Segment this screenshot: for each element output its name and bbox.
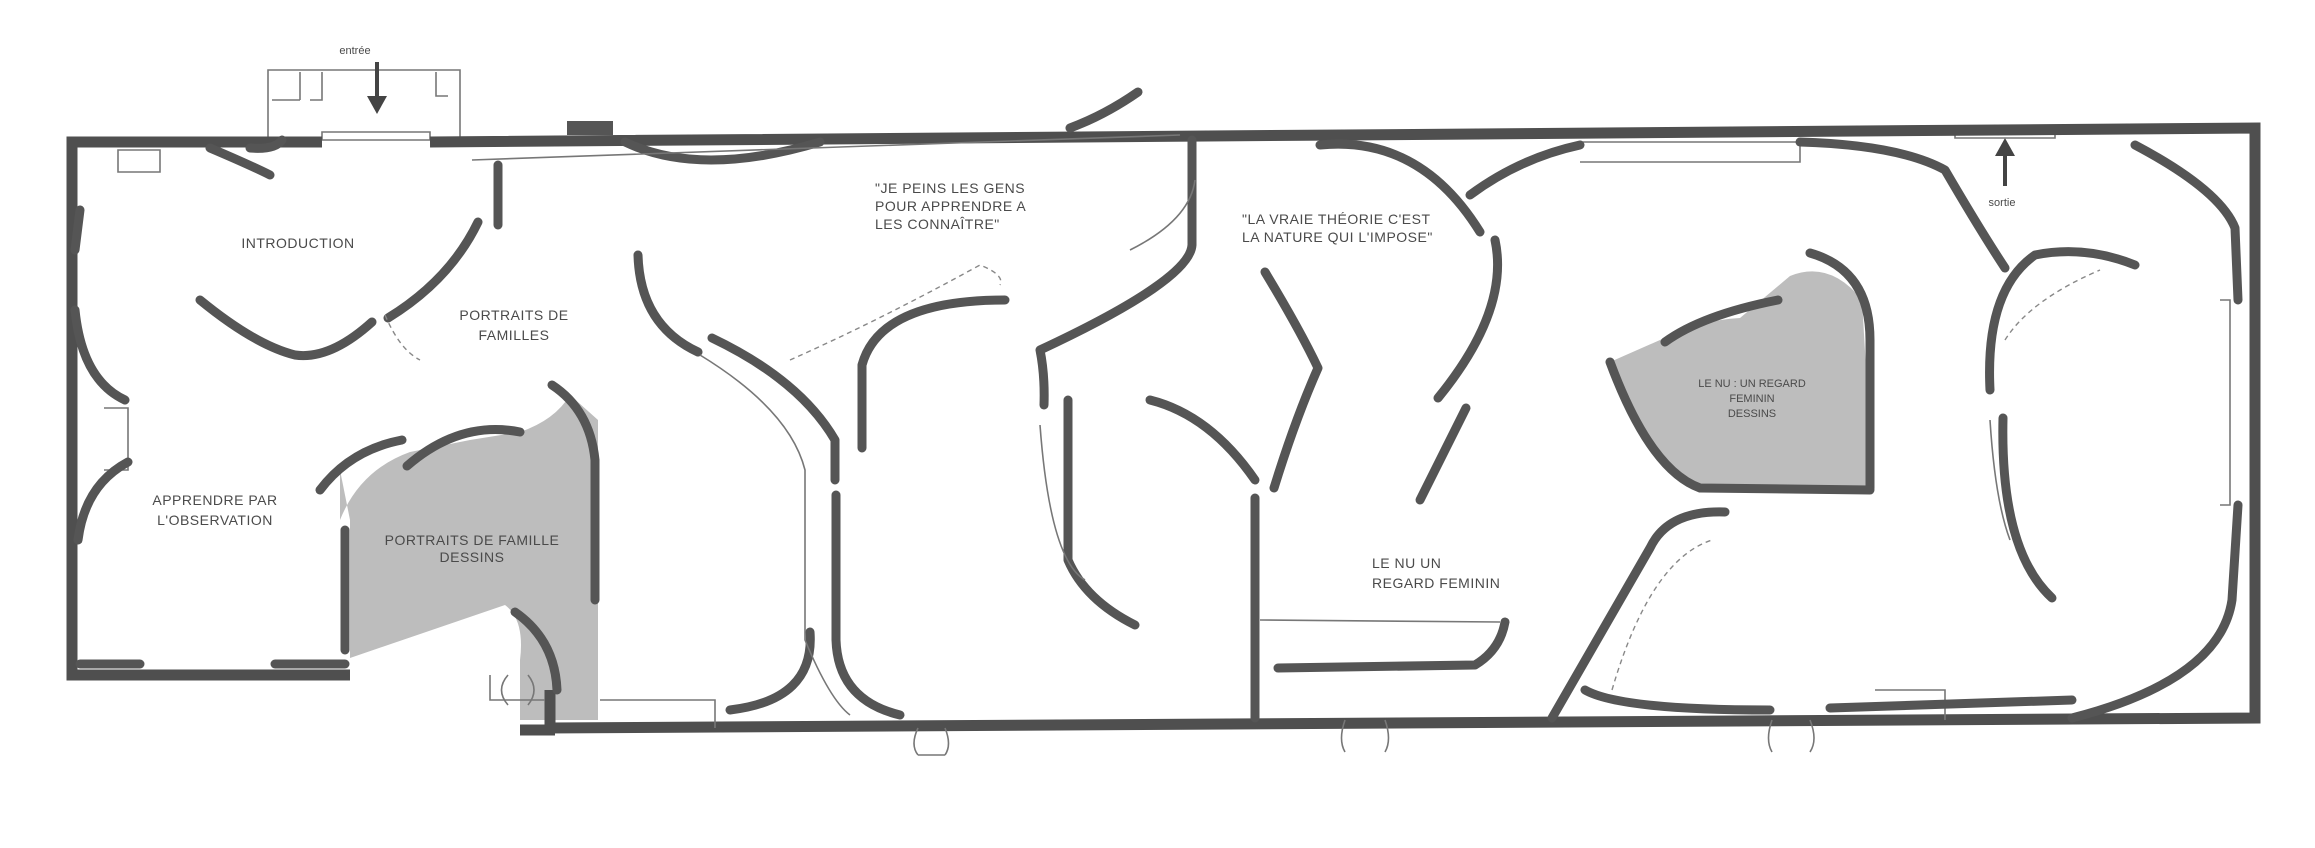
room-label-portraits-familles: PORTRAITS DE FAMILLES: [459, 307, 568, 343]
exit-label: sortie: [1989, 197, 2016, 209]
svg-text:LES CONNAÎTRE": LES CONNAÎTRE": [875, 216, 1000, 232]
svg-text:LE NU UN: LE NU UN: [1372, 555, 1441, 571]
svg-text:L'OBSERVATION: L'OBSERVATION: [157, 512, 273, 528]
room-label-portraits-dessins: PORTRAITS DE FAMILLE DESSINS: [385, 532, 560, 565]
guide-lines: [384, 134, 2101, 716]
svg-text:REGARD FEMININ: REGARD FEMININ: [1372, 575, 1500, 591]
svg-text:PORTRAITS DE FAMILLE: PORTRAITS DE FAMILLE: [385, 532, 560, 548]
room-label-nu-regard: LE NU UN REGARD FEMININ: [1372, 555, 1500, 591]
svg-text:INTRODUCTION: INTRODUCTION: [241, 235, 354, 251]
svg-text:"JE PEINS LES GENS: "JE PEINS LES GENS: [875, 180, 1025, 196]
svg-text:LA NATURE QUI L'IMPOSE": LA NATURE QUI L'IMPOSE": [1242, 229, 1433, 245]
entrance-label: entrée: [339, 45, 370, 57]
svg-text:POUR APPRENDRE A: POUR APPRENDRE A: [875, 198, 1026, 214]
room-label-nu-dessins: LE NU : UN REGARD FEMININ DESSINS: [1698, 378, 1806, 420]
exit-arrow-icon: [1995, 138, 2015, 186]
room-label-apprendre: APPRENDRE PAR L'OBSERVATION: [152, 492, 277, 528]
room-label-introduction: INTRODUCTION: [241, 235, 354, 251]
svg-text:DESSINS: DESSINS: [440, 549, 505, 565]
svg-text:APPRENDRE PAR: APPRENDRE PAR: [152, 492, 277, 508]
room-label-quote-peins: "JE PEINS LES GENS POUR APPRENDRE A LES …: [875, 180, 1026, 232]
entrance-porch: [267, 69, 461, 141]
room-label-quote-theorie: "LA VRAIE THÉORIE C'EST LA NATURE QUI L'…: [1242, 211, 1433, 245]
drawings-zone-portraits: [340, 395, 598, 720]
svg-text:LE NU : UN REGARD: LE NU : UN REGARD: [1698, 378, 1806, 390]
svg-text:PORTRAITS DE: PORTRAITS DE: [459, 307, 568, 323]
interior-partitions: [70, 135, 2243, 723]
svg-text:DESSINS: DESSINS: [1728, 408, 1776, 420]
outer-walls: [66, 87, 2261, 736]
drawings-zone-nu: [1610, 271, 1873, 488]
svg-text:FAMILLES: FAMILLES: [479, 327, 550, 343]
svg-text:FEMININ: FEMININ: [1729, 393, 1774, 405]
entrance-arrow-icon: [367, 62, 387, 114]
svg-text:"LA VRAIE THÉORIE C'EST: "LA VRAIE THÉORIE C'EST: [1242, 211, 1431, 227]
